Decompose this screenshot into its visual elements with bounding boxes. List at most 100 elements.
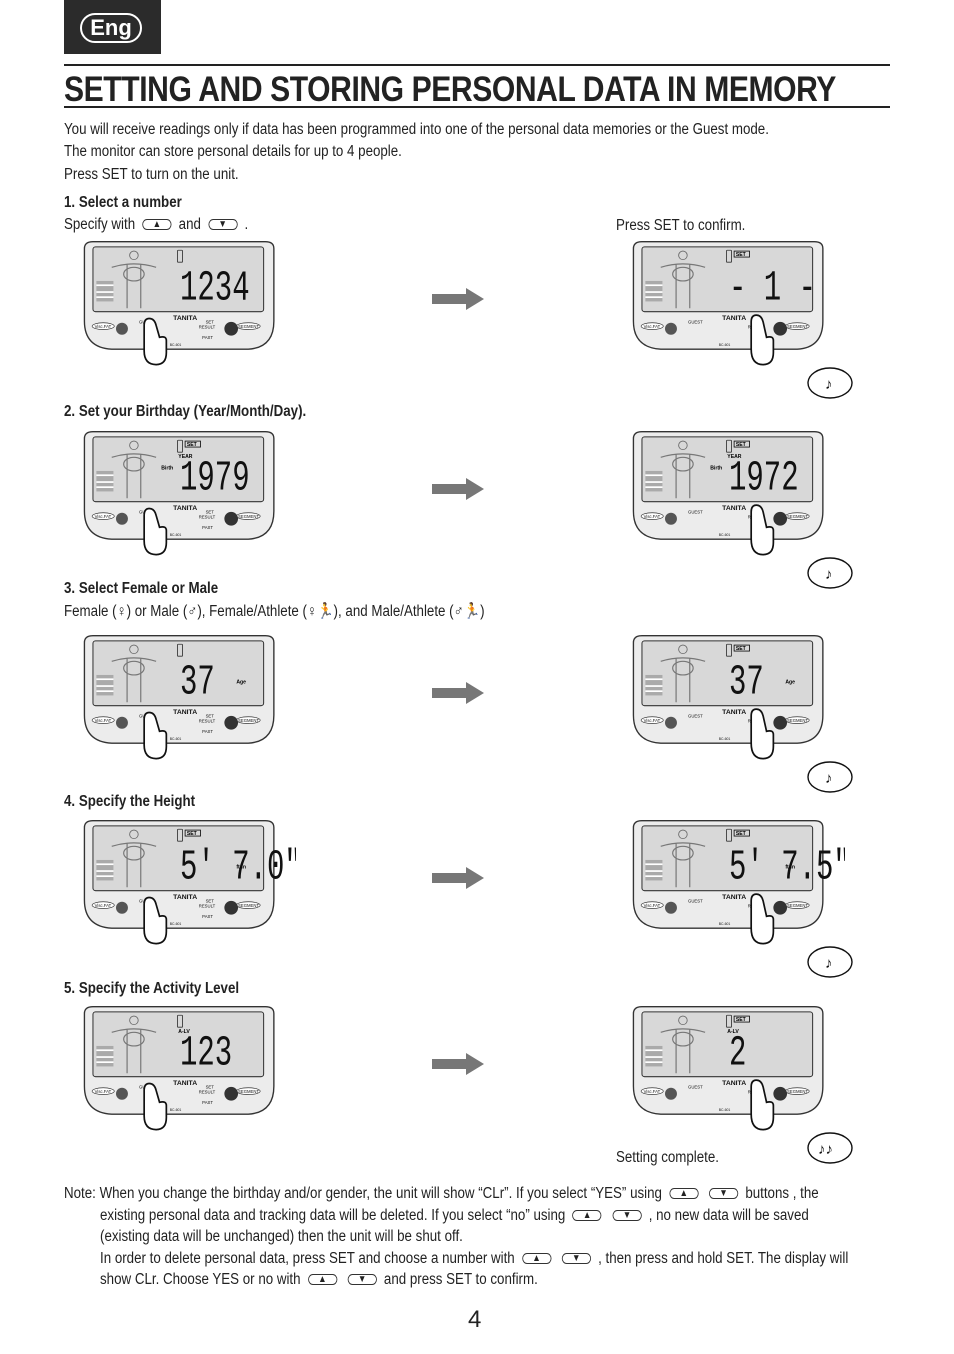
step1-heading: 1. Select a number: [64, 194, 182, 211]
left-device-s1: 1234 TANITA GUEST SET RESULT PAST Visc.F…: [83, 241, 275, 366]
svg-text:♪♪: ♪♪: [818, 1141, 833, 1158]
next-arrow-icon: [432, 478, 484, 500]
title-rule-top: [64, 64, 890, 66]
beep-sound-icon: ♪: [807, 367, 853, 399]
vfat-label: Visc.FAT: [644, 514, 661, 519]
vfat-label: Visc.FAT: [95, 324, 112, 329]
vfat-button: [640, 1087, 664, 1095]
body-figure-head-icon: [129, 250, 139, 261]
model-label: BC-601: [170, 1108, 182, 1112]
model-label: BC-601: [170, 737, 182, 741]
model-label: BC-601: [719, 737, 731, 741]
vfat-button: [91, 716, 115, 724]
vfat-round-icon: [116, 1087, 128, 1100]
beep-sound-icon: ♪: [807, 557, 853, 589]
set-badge: [733, 440, 750, 448]
past-label: PAST: [202, 335, 213, 340]
brand-label: TANITA: [173, 505, 197, 512]
svg-text:♪: ♪: [825, 566, 833, 583]
body-figure-head-icon: [129, 1015, 139, 1026]
vfat-label: Visc.FAT: [644, 324, 661, 329]
left-device-s4: 5' 7.0" TANITA GUEST SET RESULT PAST Vis…: [83, 820, 296, 945]
note-line-4: In order to delete personal data, press …: [100, 1250, 849, 1267]
guest-label: GUEST: [688, 510, 703, 515]
updown-indicator-icon: [177, 643, 183, 657]
body-figure-head-icon: [678, 440, 688, 451]
year-lcd-label: YEAR: [178, 454, 193, 460]
segment-label: SEGMENT: [238, 324, 259, 329]
lcd-digits: 1234: [180, 265, 250, 313]
right-device-s4: 5' 7.5" TANITA GUEST SET RESULT PAST Vis…: [632, 820, 845, 945]
updown-indicator-icon: [726, 828, 732, 842]
intro-line-2: The monitor can store personal details f…: [64, 143, 402, 160]
note-line-5: show CLr. Choose YES or no with ▲ ▼ and …: [100, 1271, 538, 1288]
brand-label: TANITA: [722, 894, 746, 901]
next-arrow-icon: [432, 288, 484, 310]
finger-press-icon: [143, 896, 168, 945]
finger-press-icon: [750, 1079, 775, 1131]
brand-label: TANITA: [173, 894, 197, 901]
alv-lcd-label: A-LV: [178, 1029, 190, 1035]
step1-confirm: Press SET to confirm.: [616, 217, 746, 234]
brand-label: TANITA: [173, 1080, 197, 1087]
past-label: PAST: [202, 525, 213, 530]
vfat-label: Visc.FAT: [95, 718, 112, 723]
next-arrow-icon: [432, 867, 484, 889]
brand-label: TANITA: [173, 315, 197, 322]
brand-label: TANITA: [722, 505, 746, 512]
birth-lcd-label: Birth: [161, 465, 173, 471]
set-badge-label: SET: [736, 1017, 747, 1023]
guest-label: GUEST: [688, 899, 703, 904]
note-line-3: (existing data will be unchanged) then t…: [100, 1228, 463, 1245]
segment-label: SEGMENT: [238, 903, 259, 908]
lcd-digits: 1972: [729, 455, 799, 503]
right-device-s3: 37 TANITA GUEST SET RESULT PAST Visc.FAT…: [632, 635, 824, 760]
birth-lcd-label: Birth: [710, 465, 722, 471]
lcd-screen: [92, 640, 265, 707]
bar-indicator: [96, 1045, 114, 1067]
body-figure-head-icon: [678, 1015, 688, 1026]
body-figure-icon: [660, 1028, 706, 1074]
set-label: SET: [206, 714, 215, 719]
guest-label: GUEST: [688, 1085, 703, 1090]
left-device-s2: 1979 TANITA GUEST SET RESULT PAST Visc.F…: [83, 431, 275, 556]
step5-complete: Setting complete.: [616, 1149, 719, 1166]
lcd-digits: 5' 7.5": [729, 844, 845, 892]
vfat-round-icon: [665, 716, 677, 729]
lcd-digits: 2: [729, 1030, 746, 1078]
past-label: PAST: [202, 729, 213, 734]
body-figure-icon: [111, 263, 157, 309]
specify-pre: Specify with: [64, 216, 136, 233]
specify-and: and: [178, 216, 201, 233]
lcd-screen: [641, 640, 814, 707]
age-lcd-label: Age: [785, 679, 795, 685]
lcd-digits: 37: [729, 659, 764, 707]
body-figure-head-icon: [129, 829, 139, 840]
bar-indicator: [645, 1045, 663, 1067]
step1-specify: Specify with ▲ and ▼ .: [64, 216, 248, 234]
set-badge: [733, 1015, 750, 1023]
segment-label: SEGMENT: [787, 903, 808, 908]
lcd-digits: 37: [180, 659, 215, 707]
alv-lcd-label: A-LV: [727, 1029, 739, 1035]
svg-text:♪: ♪: [825, 770, 833, 787]
segment-label: SEGMENT: [787, 324, 808, 329]
page-title: SETTING AND STORING PERSONAL DATA IN MEM…: [64, 70, 836, 109]
vfat-label: Visc.FAT: [644, 903, 661, 908]
page-number: 4: [468, 1306, 482, 1333]
segment-round-icon: [773, 1086, 788, 1101]
language-tab: Eng: [64, 0, 161, 54]
result-label: RESULT: [199, 325, 216, 330]
model-label: BC-601: [719, 533, 731, 537]
vfat-round-icon: [116, 901, 128, 914]
updown-indicator-icon: [177, 249, 183, 263]
vfat-round-icon: [116, 322, 128, 335]
down-button-icon: ▼: [561, 1253, 591, 1265]
vfat-label: Visc.FAT: [95, 514, 112, 519]
finger-press-icon: [143, 507, 168, 556]
set-label: SET: [206, 1085, 215, 1090]
set-badge: [733, 250, 750, 258]
vfat-label: Visc.FAT: [95, 903, 112, 908]
segment-round-icon: [773, 321, 788, 336]
up-button-icon: ▲: [142, 219, 172, 231]
